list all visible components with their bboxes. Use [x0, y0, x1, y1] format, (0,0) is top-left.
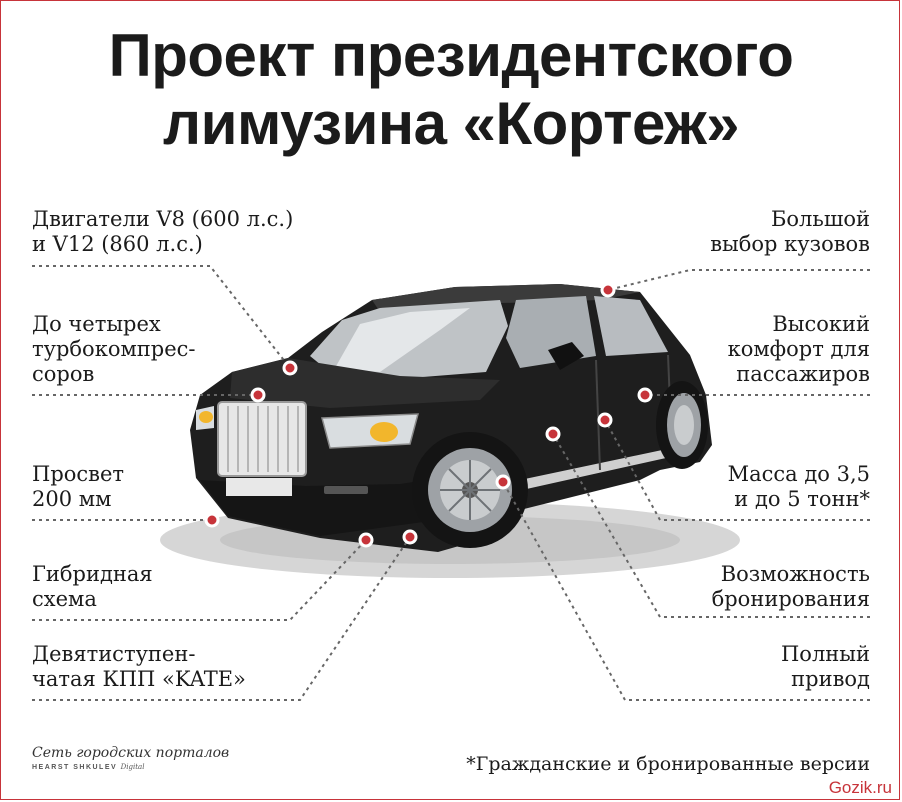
- publisher-sub-caps: HEARST SHKULEV: [32, 764, 118, 771]
- label-passenger-comfort: Высокий комфорт для пассажиров: [727, 312, 870, 386]
- marker-awd: [495, 474, 511, 490]
- label-hybrid-scheme: Гибридная схема: [32, 562, 153, 611]
- publisher-logo: Сеть городских порталов HEARST SHKULEV D…: [32, 745, 229, 771]
- label-ground-clearance: Просвет 200 мм: [32, 462, 125, 511]
- label-mass: Масса до 3,5 и до 5 тонн*: [727, 462, 870, 511]
- label-armoring: Возможность бронирования: [711, 562, 870, 611]
- publisher-sub: HEARST SHKULEV Digital: [32, 763, 229, 771]
- watermark: Gozik.ru: [828, 778, 892, 797]
- page-title: Проект президентского лимузина «Кортеж»: [0, 22, 902, 158]
- title-line-2: лимузина «Кортеж»: [162, 90, 740, 157]
- label-body-types: Большой выбор кузовов: [710, 207, 870, 256]
- label-all-wheel-drive: Полный привод: [780, 642, 870, 691]
- marker-engine: [282, 360, 298, 376]
- footnote: *Гражданские и бронированные версии: [466, 753, 870, 775]
- leader-lines: [32, 265, 870, 701]
- marker-body-types: [600, 282, 616, 298]
- label-turbochargers: До четырех турбокомпрес- соров: [32, 312, 196, 386]
- marker-gearbox: [402, 529, 418, 545]
- marker-hybrid: [358, 532, 374, 548]
- label-engines: Двигатели V8 (600 л.с.) и V12 (860 л.с.): [32, 207, 294, 256]
- marker-mass: [597, 412, 613, 428]
- marker-armor: [545, 426, 561, 442]
- marker-turbo: [250, 387, 266, 403]
- marker-comfort: [637, 387, 653, 403]
- car-illustration-icon: [190, 284, 712, 552]
- publisher-sub-script: Digital: [120, 763, 145, 771]
- label-gearbox: Девятиступен- чатая КПП «KATE»: [32, 642, 246, 691]
- marker-clearance: [204, 512, 220, 528]
- red-dot-markers: [204, 282, 653, 548]
- title-line-1: Проект президентского: [108, 22, 794, 89]
- publisher-name: Сеть городских порталов: [32, 745, 230, 761]
